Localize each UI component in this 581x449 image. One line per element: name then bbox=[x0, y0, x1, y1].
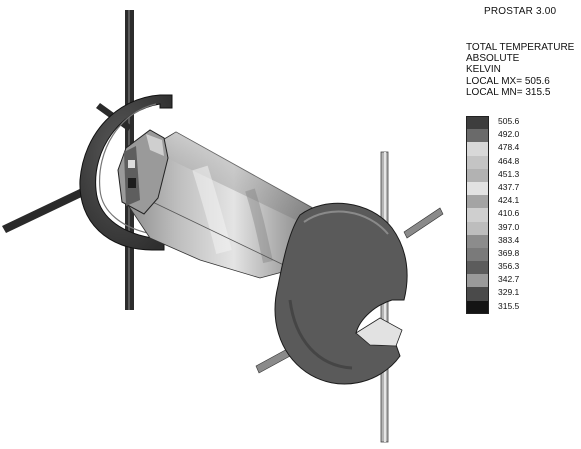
left-diagonal-rod bbox=[2, 186, 90, 233]
legend-label: 356.3 bbox=[498, 261, 520, 272]
info-local-min: LOCAL MN= 315.5 bbox=[466, 86, 551, 98]
info-units: KELVIN bbox=[466, 64, 501, 76]
legend-label: 492.0 bbox=[498, 129, 520, 140]
legend-swatch bbox=[466, 168, 489, 182]
legend-swatch bbox=[466, 261, 489, 275]
legend-label: 437.7 bbox=[498, 181, 520, 192]
cylinder-body bbox=[127, 131, 321, 279]
left-hub bbox=[117, 129, 169, 215]
legend-swatch bbox=[466, 129, 489, 143]
plot-info: TOTAL TEMPERATURE ABSOLUTE KELVIN LOCAL … bbox=[466, 42, 574, 98]
legend-swatch bbox=[466, 195, 489, 209]
legend-swatch bbox=[466, 155, 489, 169]
legend-label: 369.8 bbox=[498, 247, 520, 258]
legend-label: 424.1 bbox=[498, 195, 520, 206]
legend-label: 505.6 bbox=[498, 116, 520, 126]
legend-swatch bbox=[466, 116, 489, 130]
app-title: PROSTAR 3.00 bbox=[484, 6, 557, 17]
legend-label: 329.1 bbox=[498, 287, 520, 298]
right-end-cap bbox=[274, 202, 408, 385]
legend-swatch bbox=[466, 181, 489, 196]
right-upper-rod bbox=[403, 207, 444, 239]
model-viewport[interactable] bbox=[0, 0, 460, 449]
legend-label: 478.4 bbox=[498, 142, 520, 153]
legend-swatch bbox=[466, 221, 489, 235]
legend-swatch bbox=[466, 300, 489, 314]
legend-swatch bbox=[466, 142, 489, 156]
legend-label: 451.3 bbox=[498, 168, 520, 179]
legend-swatch bbox=[466, 247, 489, 262]
legend-label: 315.5 bbox=[498, 300, 520, 311]
legend-swatch bbox=[466, 274, 489, 288]
legend-swatch bbox=[466, 208, 489, 222]
legend-label: 410.6 bbox=[498, 208, 520, 219]
legend-swatch bbox=[466, 234, 489, 248]
info-variable: TOTAL TEMPERATURE bbox=[466, 42, 575, 53]
legend-label: 464.8 bbox=[498, 155, 520, 166]
legend-swatch bbox=[466, 287, 489, 301]
legend-label: 397.0 bbox=[498, 221, 520, 232]
info-local-max: LOCAL MX= 505.6 bbox=[466, 75, 550, 87]
legend-label: 342.7 bbox=[498, 274, 520, 285]
thermal-model-render bbox=[2, 10, 444, 443]
legend-label: 383.4 bbox=[498, 234, 520, 245]
info-mode: ABSOLUTE bbox=[466, 53, 520, 65]
